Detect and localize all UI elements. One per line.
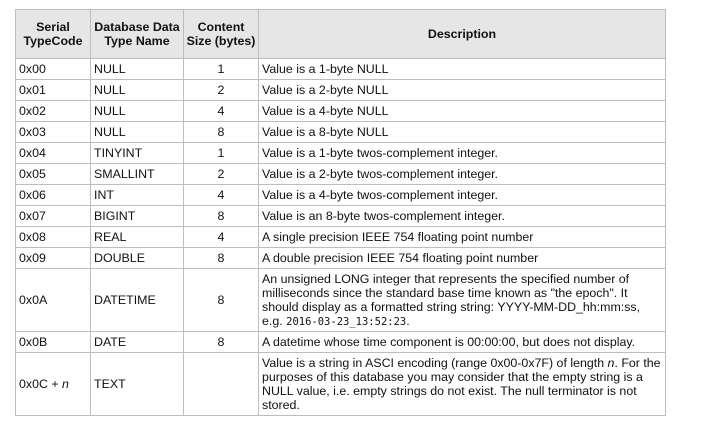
header-data-type-name: Database Data Type Name xyxy=(90,9,184,59)
size-cell: 2 xyxy=(183,79,259,101)
size-cell: 2 xyxy=(183,163,259,185)
description-cell: Value is a 2-byte twos-complement intege… xyxy=(258,163,666,185)
typecode-cell: 0x09 xyxy=(15,247,91,269)
typecode-cell: 0x05 xyxy=(15,163,91,185)
typecode-cell: 0x08 xyxy=(15,226,91,248)
type-name-cell: TINYINT xyxy=(90,142,184,164)
description-cell: A datetime whose time component is 00:00… xyxy=(258,331,666,353)
size-cell: 1 xyxy=(183,142,259,164)
table-row: 0x04 TINYINT 1 Value is a 1-byte twos-co… xyxy=(15,142,666,164)
size-cell: 8 xyxy=(183,331,259,353)
table-row: 0x07 BIGINT 8 Value is an 8-byte twos-co… xyxy=(15,205,666,227)
typecode-cell: 0x03 xyxy=(15,121,91,143)
size-cell: 8 xyxy=(183,247,259,269)
serial-type-table: Serial TypeCode Database Data Type Name … xyxy=(15,9,666,416)
size-cell: 4 xyxy=(183,226,259,248)
typecode-cell: 0x0A xyxy=(15,268,91,332)
table-row: 0x0C + n TEXT Value is a string in ASCI … xyxy=(15,352,666,416)
type-name-cell: SMALLINT xyxy=(90,163,184,185)
description-cell: Value is a 2-byte NULL xyxy=(258,79,666,101)
typecode-cell: 0x00 xyxy=(15,58,91,80)
typecode-cell: 0x01 xyxy=(15,79,91,101)
table-row: 0x0B DATE 8 A datetime whose time compon… xyxy=(15,331,666,353)
typecode-cell: 0x04 xyxy=(15,142,91,164)
table-row: 0x05 SMALLINT 2 Value is a 2-byte twos-c… xyxy=(15,163,666,185)
description-cell: Value is a string in ASCI encoding (rang… xyxy=(258,352,666,416)
header-serial-typecode: Serial TypeCode xyxy=(15,9,91,59)
type-name-cell: DOUBLE xyxy=(90,247,184,269)
type-name-cell: REAL xyxy=(90,226,184,248)
table-row: 0x00 NULL 1 Value is a 1-byte NULL xyxy=(15,58,666,80)
type-name-cell: INT xyxy=(90,184,184,206)
table-row: 0x03 NULL 8 Value is a 8-byte NULL xyxy=(15,121,666,143)
datetime-example: 2016-03-23_13:52:23 xyxy=(286,315,407,328)
description-text: An unsigned LONG integer that represents… xyxy=(262,271,641,328)
size-cell: 4 xyxy=(183,100,259,122)
description-cell: Value is an 8-byte twos-complement integ… xyxy=(258,205,666,227)
table-row: 0x01 NULL 2 Value is a 2-byte NULL xyxy=(15,79,666,101)
size-cell xyxy=(183,352,259,416)
size-cell: 4 xyxy=(183,184,259,206)
length-variable: n xyxy=(607,356,615,370)
size-cell: 8 xyxy=(183,121,259,143)
description-cell: An unsigned LONG integer that represents… xyxy=(258,268,666,332)
table-row: 0x06 INT 4 Value is a 4-byte twos-comple… xyxy=(15,184,666,206)
description-cell: A single precision IEEE 754 floating poi… xyxy=(258,226,666,248)
typecode-cell: 0x06 xyxy=(15,184,91,206)
table-row: 0x02 NULL 4 Value is a 4-byte NULL xyxy=(15,100,666,122)
description-cell: Value is a 4-byte NULL xyxy=(258,100,666,122)
typecode-cell: 0x0C + n xyxy=(15,352,91,416)
size-cell: 8 xyxy=(183,268,259,332)
type-name-cell: DATETIME xyxy=(90,268,184,332)
typecode-cell: 0x02 xyxy=(15,100,91,122)
header-row: Serial TypeCode Database Data Type Name … xyxy=(15,9,666,59)
typecode-cell: 0x07 xyxy=(15,205,91,227)
header-content-size: Content Size (bytes) xyxy=(183,9,259,59)
type-name-cell: NULL xyxy=(90,121,184,143)
type-name-cell: NULL xyxy=(90,58,184,80)
type-name-cell: NULL xyxy=(90,100,184,122)
type-name-cell: NULL xyxy=(90,79,184,101)
description-cell: A double precision IEEE 754 floating poi… xyxy=(258,247,666,269)
table-row: 0x09 DOUBLE 8 A double precision IEEE 75… xyxy=(15,247,666,269)
description-cell: Value is a 4-byte twos-complement intege… xyxy=(258,184,666,206)
table-row: 0x08 REAL 4 A single precision IEEE 754 … xyxy=(15,226,666,248)
description-text: Value is a string in ASCI encoding (rang… xyxy=(262,356,608,370)
description-cell: Value is a 8-byte NULL xyxy=(258,121,666,143)
table-row: 0x0A DATETIME 8 An unsigned LONG integer… xyxy=(15,268,666,332)
typecode-prefix: 0x0C + xyxy=(19,377,63,391)
description-cell: Value is a 1-byte twos-complement intege… xyxy=(258,142,666,164)
header-description: Description xyxy=(258,9,666,59)
typecode-cell: 0x0B xyxy=(15,331,91,353)
type-name-cell: BIGINT xyxy=(90,205,184,227)
size-cell: 1 xyxy=(183,58,259,80)
typecode-variable: n xyxy=(62,377,69,391)
size-cell: 8 xyxy=(183,205,259,227)
description-end: . xyxy=(406,313,410,328)
type-name-cell: TEXT xyxy=(90,352,184,416)
type-name-cell: DATE xyxy=(90,331,184,353)
description-end: . For the purposes of this database you … xyxy=(262,356,661,412)
description-cell: Value is a 1-byte NULL xyxy=(258,58,666,80)
